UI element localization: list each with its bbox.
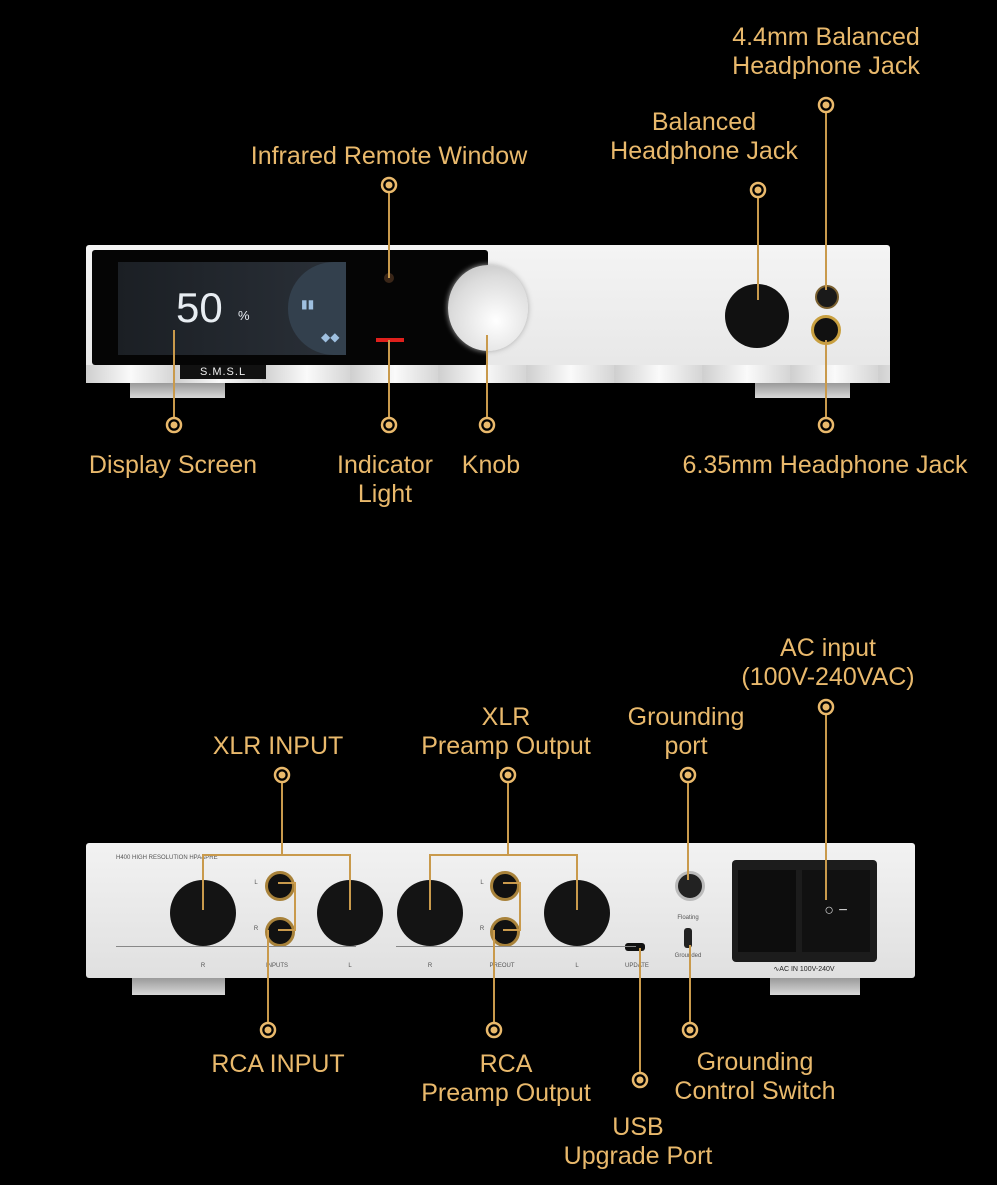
back-foot-left: [132, 978, 225, 995]
grounding-port[interactable]: [675, 871, 705, 901]
label-rca-r: R: [253, 926, 259, 932]
rca-input-l[interactable]: [265, 871, 295, 901]
volume-unit: %: [238, 308, 250, 323]
label-floating: Floating: [677, 915, 699, 921]
label-display-screen: Display Screen: [88, 451, 258, 479]
grounding-switch[interactable]: [684, 928, 692, 948]
front-foot-left: [130, 383, 225, 398]
dot-markers: [165, 96, 835, 1089]
ac-inlet[interactable]: [738, 870, 796, 952]
front-panel: 50 % ▮▮ ◆◆ S.M.S.L: [86, 245, 890, 383]
power-switch[interactable]: ○ −: [802, 870, 870, 952]
volume-value: 50: [176, 284, 223, 331]
label-rca-r2: R: [479, 926, 485, 932]
display-screen: 50 % ▮▮ ◆◆: [118, 262, 346, 355]
rca-input-r[interactable]: [265, 917, 295, 947]
back-panel: H400 HIGH RESOLUTION HPA&PRE ○ − R INPUT…: [86, 843, 915, 978]
rca-preout-l[interactable]: [490, 871, 520, 901]
label-ac-in: ∿AC IN 100V-240V: [773, 966, 835, 973]
label-knob: Knob: [461, 451, 521, 479]
label-inputs: INPUTS: [265, 963, 289, 969]
back-foot-right: [770, 978, 860, 995]
model-text: H400 HIGH RESOLUTION HPA&PRE: [116, 855, 218, 861]
leader-line-paths: [173, 105, 827, 1080]
label-preout: PREOUT: [489, 963, 515, 969]
label-r1: R: [200, 963, 206, 969]
ac-module: ○ −: [732, 860, 877, 962]
label-rca-l2: L: [480, 880, 484, 886]
label-6-35mm-jack: 6.35mm Headphone Jack: [682, 451, 968, 479]
label-grounded: Grounded: [674, 953, 702, 959]
label-xlr-input: XLR INPUT: [212, 732, 344, 760]
label-update: UPDATE: [625, 963, 649, 969]
waveform-icon: ◆◆: [321, 330, 340, 344]
bars-icon: ▮▮: [301, 297, 315, 311]
label-r2: R: [427, 963, 433, 969]
brand-logo: S.M.S.L: [180, 365, 266, 379]
label-l2: L: [575, 963, 579, 969]
label-rca-input: RCA INPUT: [211, 1050, 345, 1078]
usb-upgrade-port[interactable]: [625, 943, 645, 951]
label-ac-input: AC input(100V-240VAC): [741, 634, 915, 691]
label-rca-l: L: [254, 880, 258, 886]
label-l1: L: [348, 963, 352, 969]
label-infrared-window: Infrared Remote Window: [250, 142, 528, 170]
